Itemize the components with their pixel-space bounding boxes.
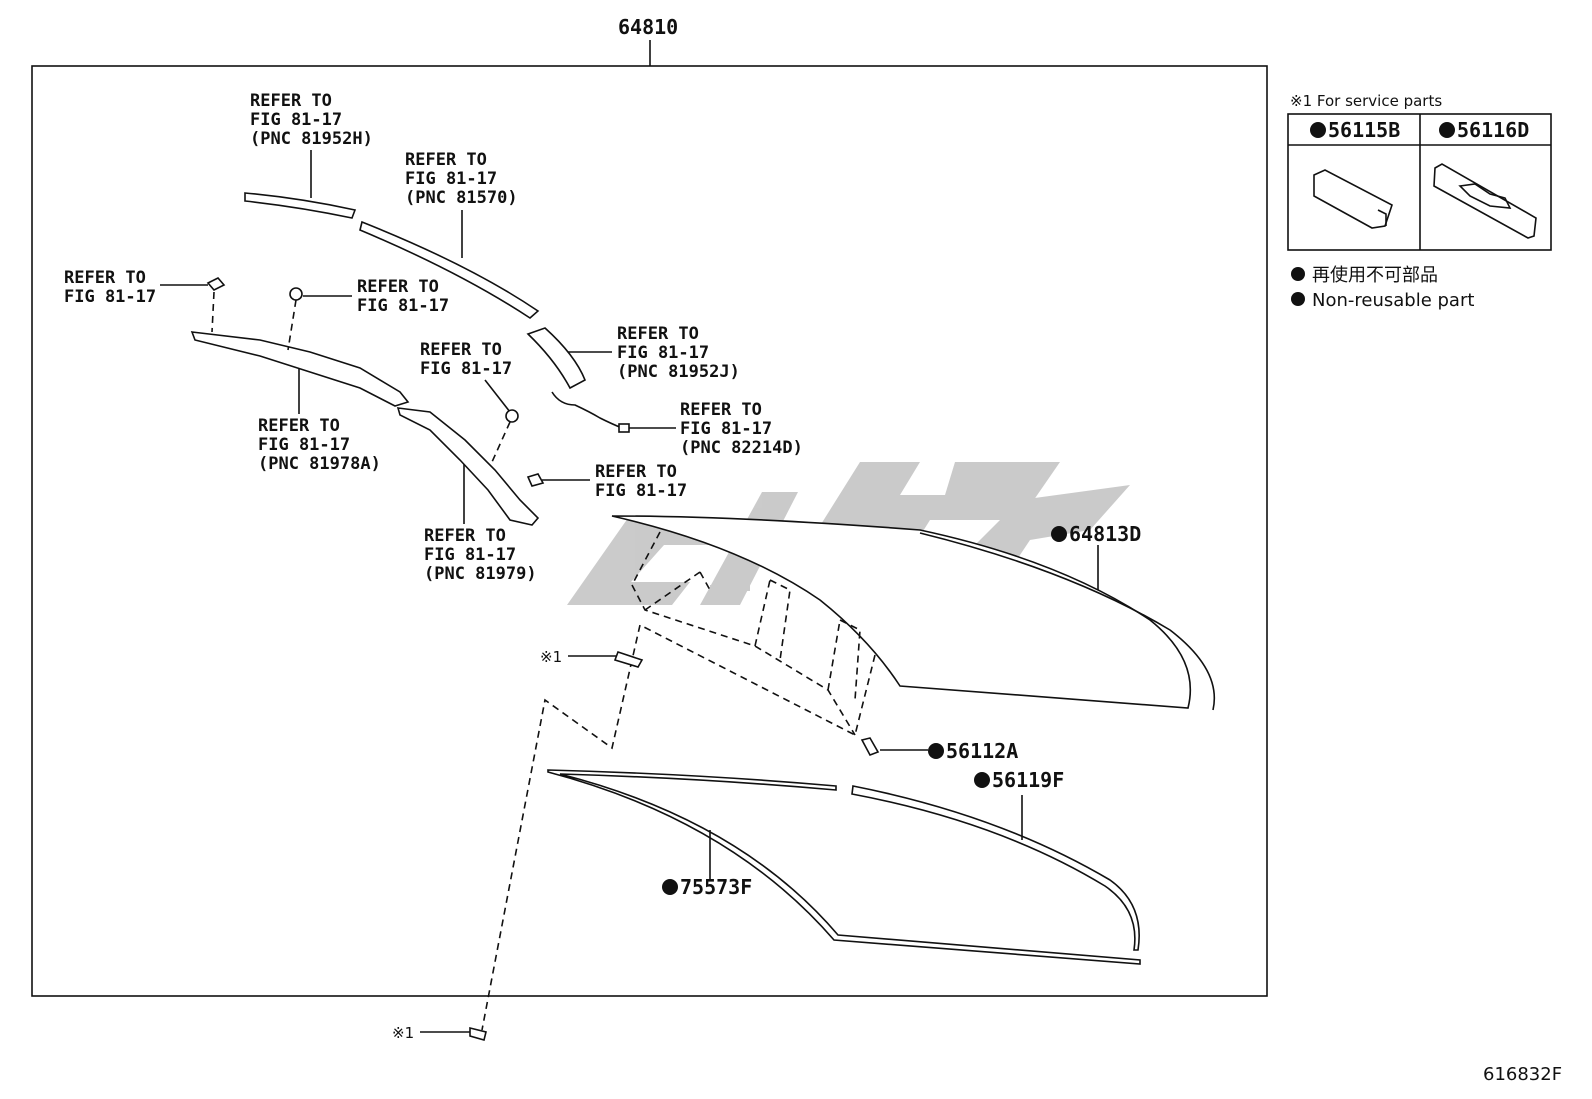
molding-81952h [244, 192, 357, 219]
svg-text:(PNC 81979): (PNC 81979) [424, 564, 537, 584]
callout-clip-left: REFER TO FIG 81-17 [64, 268, 208, 307]
svg-text:(PNC 81952H): (PNC 81952H) [250, 129, 373, 149]
callout-82214d: REFER TO FIG 81-17 (PNC 82214D) [628, 400, 803, 458]
molding-81952j [526, 327, 587, 390]
svg-text:FIG 81-17: FIG 81-17 [424, 545, 516, 565]
non-reusable-dot-56115b [1310, 122, 1326, 138]
label-56112a: 56112A [946, 739, 1018, 763]
non-reusable-dot-56119f [974, 772, 990, 788]
clip-left-icon [206, 277, 226, 291]
svg-text:REFER TO: REFER TO [680, 400, 762, 420]
clip-right-icon [526, 473, 545, 487]
svg-text:FIG 81-17: FIG 81-17 [420, 359, 512, 379]
service-part-upper [613, 650, 644, 668]
svg-text:(PNC 81978A): (PNC 81978A) [258, 454, 381, 474]
glass-trim-64813d [919, 532, 1216, 711]
non-reusable-dot-56116d [1439, 122, 1455, 138]
svg-text:FIG 81-17: FIG 81-17 [595, 481, 687, 501]
svg-text:FIG 81-17: FIG 81-17 [617, 343, 709, 363]
wire-harness [551, 391, 623, 429]
service-part-lower [469, 1026, 487, 1041]
callout-clip-right: REFER TO FIG 81-17 [542, 462, 687, 501]
svg-text:REFER TO: REFER TO [64, 268, 146, 288]
top-part-number: 64810 [618, 15, 678, 39]
svg-text:REFER TO: REFER TO [617, 324, 699, 344]
svg-text:(PNC 81952J): (PNC 81952J) [617, 362, 740, 382]
seal-56112a [860, 737, 880, 756]
service-marker-lower: ※1 [392, 1024, 414, 1042]
svg-text:FIG 81-17: FIG 81-17 [250, 110, 342, 130]
legend-dot-en [1291, 292, 1305, 306]
legend-56115b: 56115B [1328, 118, 1400, 142]
clip-mid-icon [289, 287, 303, 301]
svg-text:FIG 81-17: FIG 81-17 [357, 296, 449, 316]
svg-text:REFER TO: REFER TO [405, 150, 487, 170]
part-sketch-56116d [1433, 163, 1537, 239]
non-reusable-dot-64813d [1051, 526, 1067, 542]
svg-text:REFER TO: REFER TO [357, 277, 439, 297]
legend-non-reusable-jp: 再使用不可部品 [1312, 265, 1438, 286]
svg-text:REFER TO: REFER TO [258, 416, 340, 436]
label-64813d: 64813D [1069, 522, 1141, 546]
molding-75573f [547, 769, 1141, 965]
callout-81570: REFER TO FIG 81-17 (PNC 81570) [405, 150, 518, 258]
service-parts-legend: ※1 For service parts 56115B 56116D 再使用不可… [1287, 92, 1552, 311]
legend-56116d: 56116D [1457, 118, 1529, 142]
callout-81952h: REFER TO FIG 81-17 (PNC 81952H) [250, 91, 373, 198]
svg-text:REFER TO: REFER TO [250, 91, 332, 111]
part-sketch-56115b [1313, 169, 1393, 229]
svg-text:(PNC 82214D): (PNC 82214D) [680, 438, 803, 458]
svg-text:REFER TO: REFER TO [420, 340, 502, 360]
figure-code: 616832F [1483, 1064, 1562, 1085]
callout-clip-mid: REFER TO FIG 81-17 [303, 277, 449, 316]
clip-center-icon [505, 409, 519, 423]
callout-81979: REFER TO FIG 81-17 (PNC 81979) [424, 460, 537, 584]
svg-text:REFER TO: REFER TO [595, 462, 677, 482]
harness-connector [618, 423, 630, 433]
label-75573f: 75573F [680, 875, 752, 899]
glass-64813d [611, 515, 1192, 709]
bracket-81978a [190, 331, 410, 407]
svg-text:FIG 81-17: FIG 81-17 [258, 435, 350, 455]
service-marker-upper: ※1 [540, 648, 562, 666]
callout-81952j: REFER TO FIG 81-17 (PNC 81952J) [568, 324, 740, 382]
dashed-assembly-lines [481, 531, 876, 1031]
molding-81570 [359, 220, 540, 320]
svg-text:FIG 81-17: FIG 81-17 [405, 169, 497, 189]
non-reusable-dot-56112a [928, 743, 944, 759]
label-56119f: 56119F [992, 768, 1064, 792]
svg-text:FIG 81-17: FIG 81-17 [680, 419, 772, 439]
svg-text:(PNC 81570): (PNC 81570) [405, 188, 518, 208]
svg-text:FIG 81-17: FIG 81-17 [64, 287, 156, 307]
legend-dot-jp [1291, 267, 1305, 281]
callout-81978a: REFER TO FIG 81-17 (PNC 81978A) [258, 363, 381, 474]
bracket-81979 [396, 407, 540, 526]
legend-non-reusable-en: Non-reusable part [1312, 290, 1474, 311]
svg-text:REFER TO: REFER TO [424, 526, 506, 546]
legend-title: ※1 For service parts [1290, 92, 1442, 110]
molding-56119f [851, 785, 1140, 951]
callout-clip-center: REFER TO FIG 81-17 [420, 340, 512, 413]
non-reusable-dot-75573f [662, 879, 678, 895]
